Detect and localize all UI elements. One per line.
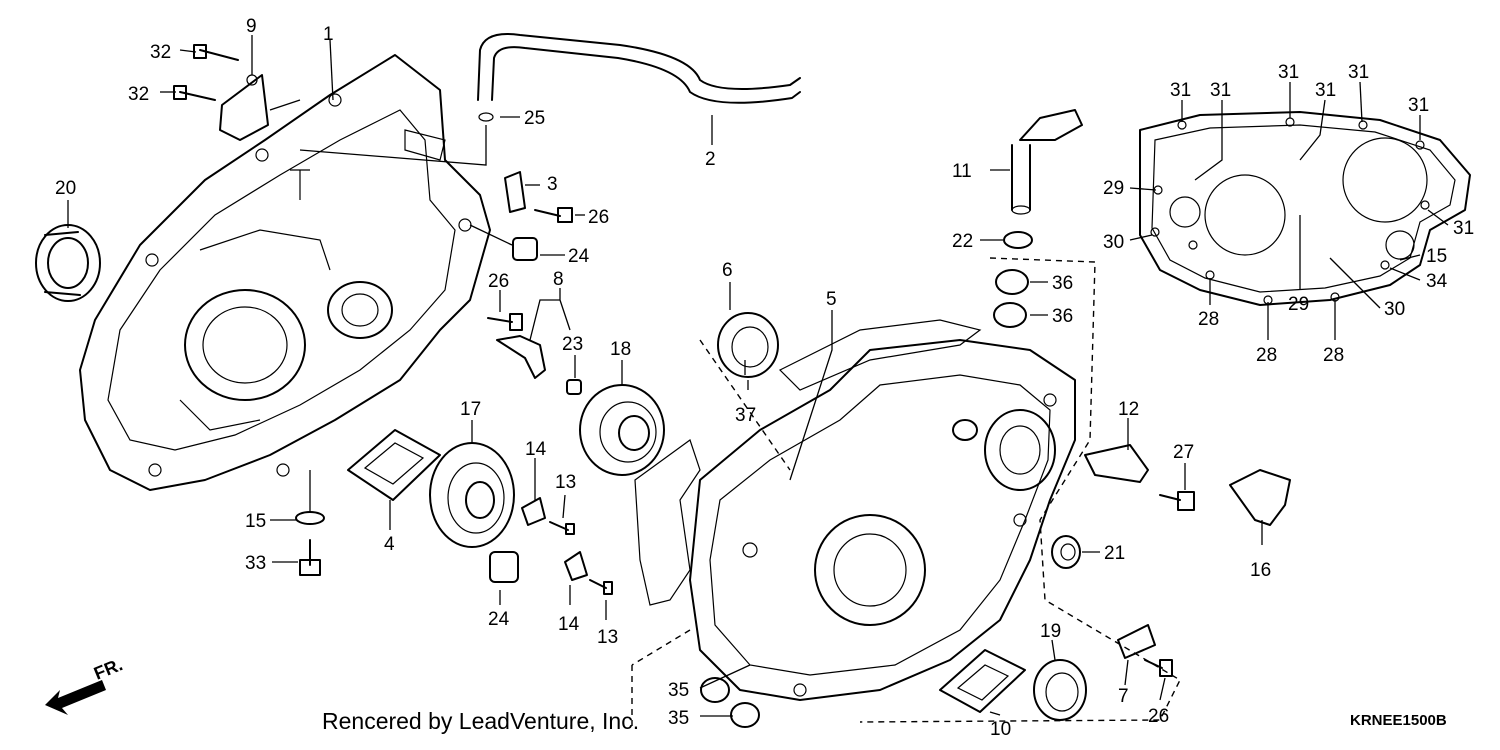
part-label-21: 21 [1104, 543, 1125, 564]
part-label-27: 27 [1173, 442, 1194, 463]
small-parts-lower-drawing [295, 497, 613, 595]
part-label-24-lower: 24 [488, 609, 510, 630]
part-label-28-middle: 28 [1256, 345, 1277, 366]
part-label-31-a: 31 [1170, 80, 1191, 101]
oil-seal-37-drawing [717, 312, 779, 378]
part-label-31-b: 31 [1210, 80, 1231, 101]
dowel-pin-11-drawing [993, 109, 1083, 328]
part-label-13-upper: 13 [555, 472, 576, 493]
part-label-33: 33 [245, 553, 266, 574]
part-label-30-left: 30 [1103, 232, 1124, 253]
part-label-14-lower: 14 [558, 614, 580, 635]
part-label-6: 6 [722, 260, 733, 281]
gasket-drawing [634, 319, 982, 606]
part-label-32-upper: 32 [150, 42, 171, 63]
part-label-37: 37 [735, 405, 756, 426]
part-label-10: 10 [990, 719, 1011, 740]
part-label-31-g: 31 [1453, 218, 1474, 239]
part-label-17: 17 [460, 399, 481, 420]
part-label-32-lower: 32 [128, 84, 149, 105]
part-label-12: 12 [1118, 399, 1139, 420]
small-parts-left-drawing [487, 171, 582, 395]
lower-right-parts-drawing [700, 624, 1173, 728]
dashed-callout-lines [631, 257, 1181, 730]
part-label-11: 11 [952, 161, 972, 182]
part-label-36-upper: 36 [1052, 273, 1073, 294]
part-label-20: 20 [55, 178, 76, 199]
part-label-2: 2 [705, 149, 716, 170]
part-label-26-upper: 26 [588, 207, 609, 228]
part-label-13-lower: 13 [597, 627, 618, 648]
part-label-34: 34 [1426, 271, 1448, 292]
part-label-9: 9 [246, 16, 257, 37]
part-label-30-right: 30 [1384, 299, 1405, 320]
left-crankcase-drawing [79, 54, 491, 491]
part-label-15-right: 15 [1426, 246, 1447, 267]
bearing-17-drawing [429, 442, 515, 548]
part-label-28-left: 28 [1198, 309, 1219, 330]
part-label-24-upper: 24 [568, 246, 590, 267]
bearing-21-drawing [1051, 535, 1081, 569]
part-label-22: 22 [952, 231, 973, 252]
leader-lines [67, 35, 1449, 717]
part-label-26-left: 26 [488, 271, 509, 292]
breather-hose-drawing [477, 33, 801, 122]
part-label-5: 5 [826, 289, 837, 310]
front-direction-label: FR. [91, 654, 125, 683]
part-label-7: 7 [1118, 686, 1129, 707]
part-label-26-lower: 26 [1148, 706, 1169, 727]
part-label-4: 4 [384, 534, 395, 555]
part-label-36-lower: 36 [1052, 306, 1073, 327]
bearing-18-drawing [579, 384, 665, 476]
part-label-16: 16 [1250, 560, 1271, 581]
part-label-25: 25 [524, 108, 545, 129]
part-label-31-e: 31 [1348, 62, 1369, 83]
part-label-28-right: 28 [1323, 345, 1344, 366]
part-label-35-lower: 35 [668, 708, 689, 729]
part-label-1: 1 [323, 24, 334, 45]
part-label-29-right: 29 [1288, 294, 1309, 315]
part-label-3: 3 [547, 174, 558, 195]
part-label-18: 18 [610, 339, 631, 360]
right-crankcase-drawing [689, 339, 1076, 701]
part-label-31-f: 31 [1408, 95, 1429, 116]
front-direction-arrow-icon: FR. [45, 654, 125, 715]
part-label-14-upper: 14 [525, 439, 547, 460]
part-label-31-c: 31 [1278, 62, 1299, 83]
bracket-9-drawing [173, 44, 269, 141]
oil-seal-20-drawing [35, 224, 101, 302]
part-label-29-left: 29 [1103, 178, 1124, 199]
part-label-31-d: 31 [1315, 80, 1336, 101]
render-credit-text: Rencered by LeadVenture, Inc. [322, 708, 640, 734]
part-label-35-upper: 35 [668, 680, 689, 701]
part-label-15-left: 15 [245, 511, 266, 532]
bracket-12-drawing [1084, 444, 1291, 526]
part-label-23: 23 [562, 334, 583, 355]
part-number-labels: 1 2 3 4 5 6 7 8 9 10 11 12 13 13 14 14 1… [55, 16, 1474, 740]
part-label-8: 8 [553, 269, 564, 290]
part-label-19: 19 [1040, 621, 1061, 642]
cover-gasket-drawing [1139, 111, 1471, 306]
diagram-code: KRNEE1500B [1350, 712, 1447, 729]
strainer-4-drawing [347, 429, 441, 501]
